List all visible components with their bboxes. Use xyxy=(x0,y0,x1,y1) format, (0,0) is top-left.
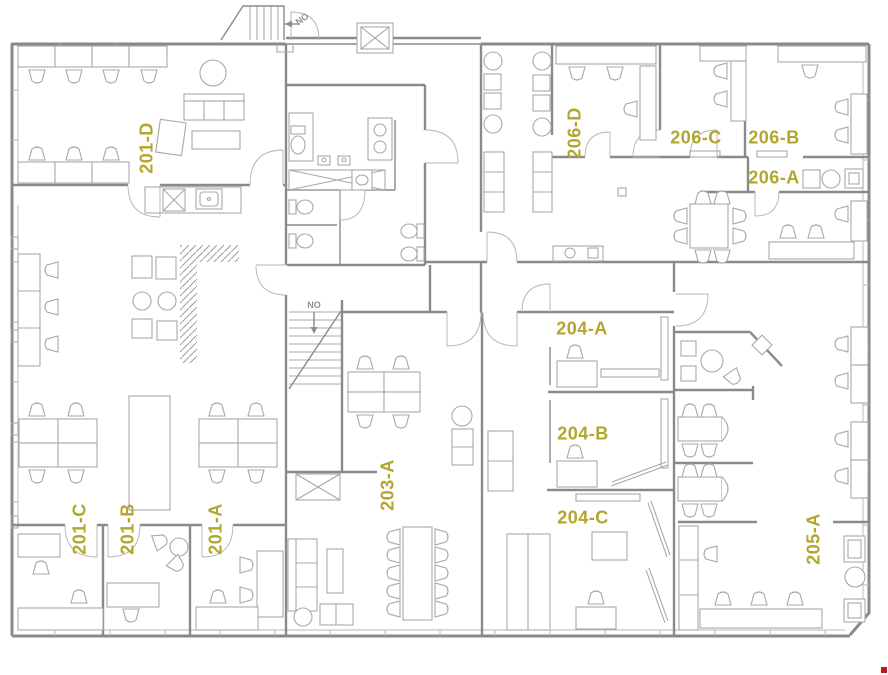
room-label-201-d: 201-D xyxy=(136,122,157,174)
screen-divider xyxy=(180,245,197,363)
chairs xyxy=(28,146,120,161)
wall-screen xyxy=(751,334,773,356)
room-label-206-b: 206-B xyxy=(748,127,800,148)
room-label-206-d: 206-D xyxy=(564,107,585,159)
counter-sink xyxy=(552,245,604,262)
toilet xyxy=(400,246,418,262)
kitchen-sink xyxy=(195,188,223,210)
mechanical-closet xyxy=(295,473,341,501)
room-label-203-a: 203-A xyxy=(377,459,398,511)
room-206d-furniture xyxy=(555,45,657,141)
room-201c-furniture xyxy=(17,533,104,631)
room-203a-furniture xyxy=(347,355,514,492)
toilet xyxy=(296,199,314,215)
faucet-sink xyxy=(337,155,351,166)
room-label-201-b: 201-B xyxy=(117,503,138,555)
round-table xyxy=(199,59,227,87)
room-label-206-a: 206-A xyxy=(748,167,800,188)
nook-206a xyxy=(802,168,864,189)
room-label-205-a: 205-A xyxy=(803,513,824,565)
room-label-201-c: 201-C xyxy=(69,503,90,555)
stair-direction-label-middle: NO xyxy=(307,300,321,310)
chairs xyxy=(28,69,158,84)
toilet xyxy=(296,233,314,249)
room-205a-furniture xyxy=(677,326,869,631)
island-table xyxy=(128,395,171,511)
room-206c-furniture xyxy=(699,45,747,122)
interior-walls xyxy=(11,44,869,636)
red-marker xyxy=(881,667,887,673)
room-201d-furniture xyxy=(17,45,245,184)
elevator-shaft xyxy=(356,22,394,54)
meeting-table xyxy=(677,403,729,458)
stairs-top xyxy=(220,5,300,53)
conference-table xyxy=(402,526,433,621)
door-arcs xyxy=(64,11,780,558)
meeting-table xyxy=(677,463,729,518)
round-side-table xyxy=(293,607,313,627)
sink xyxy=(351,169,373,191)
room-label-201-a: 201-A xyxy=(205,503,226,555)
stairs-middle xyxy=(288,310,342,390)
room-201a-furniture xyxy=(195,550,284,631)
room-label-204-c: 204-C xyxy=(557,507,609,528)
room-201b-furniture xyxy=(106,530,189,623)
coffee-bar xyxy=(483,51,627,262)
room-label-204-a: 204-A xyxy=(556,318,608,339)
faucet-sink xyxy=(317,155,331,166)
room-204a-furniture xyxy=(556,316,669,388)
room-206b-furniture xyxy=(777,45,868,155)
room-204b-furniture xyxy=(556,398,669,488)
sofa xyxy=(287,538,318,612)
room-label-206-c: 206-C xyxy=(670,127,722,148)
conference-table-206 xyxy=(673,150,788,264)
vanity xyxy=(367,117,393,161)
round-table xyxy=(700,349,724,373)
exterior-walls xyxy=(10,36,871,638)
room-206a-furniture xyxy=(768,200,868,260)
sofa-set xyxy=(155,93,245,157)
room-204c-furniture xyxy=(506,493,671,631)
open-area-furniture xyxy=(17,245,278,511)
screen-divider xyxy=(197,245,239,262)
training-area xyxy=(678,525,866,631)
lounge-furniture xyxy=(287,526,449,627)
kitchen xyxy=(144,186,242,214)
toilet xyxy=(400,223,418,239)
bathrooms xyxy=(288,112,425,262)
toilet xyxy=(290,125,306,135)
room-label-204-b: 204-B xyxy=(557,423,609,444)
